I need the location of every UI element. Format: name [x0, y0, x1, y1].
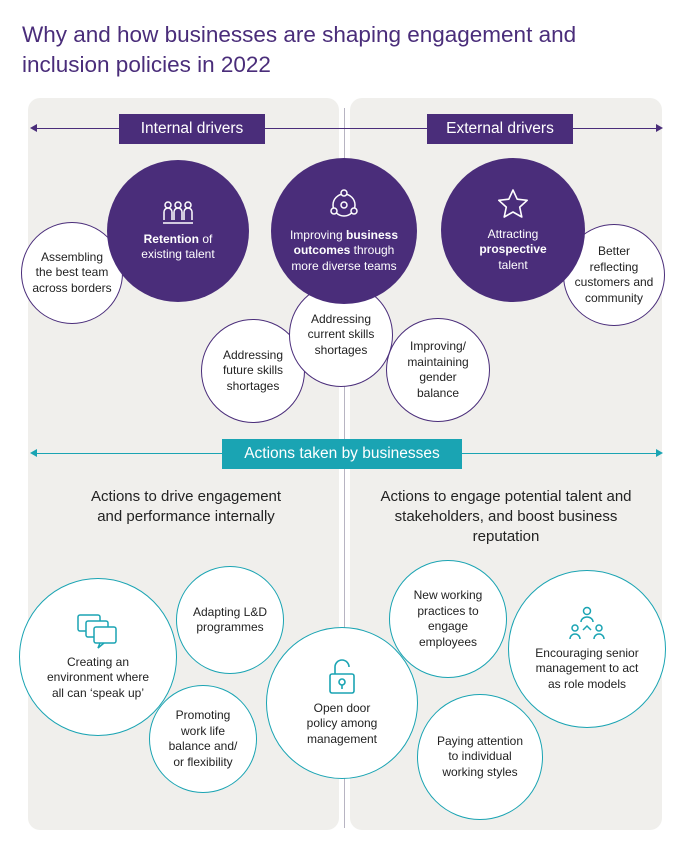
- left-arrowhead: [30, 449, 37, 457]
- external-drivers-label: External drivers: [427, 114, 573, 144]
- attracting-bold: prospective: [479, 242, 547, 257]
- improving-line3: more diverse teams: [291, 258, 397, 273]
- gender-line: balance: [416, 385, 460, 400]
- assembling-line: Assembling: [40, 249, 104, 264]
- current-line: Addressing: [310, 311, 372, 326]
- practices-line: New working: [413, 588, 483, 602]
- future-line: Addressing: [222, 347, 284, 362]
- worklife-line: or flexibility: [173, 754, 233, 769]
- open-padlock-icon: [329, 658, 355, 694]
- better-line: Better: [597, 244, 630, 258]
- worklife-line: balance and/: [168, 739, 238, 753]
- practices-line: engage: [427, 619, 469, 633]
- right-arrowhead: [656, 449, 663, 457]
- hierarchy-icon: [569, 606, 605, 639]
- retention-bold: Retention: [143, 231, 199, 246]
- styles-line: to individual: [448, 749, 512, 764]
- retention-circle: Retention of existing talent: [107, 160, 249, 302]
- speakup-line: all can ‘speak up’: [51, 685, 145, 700]
- improving-text: Improving: [289, 227, 346, 242]
- internal-actions-heading: Actions to drive engagement and performa…: [90, 488, 282, 525]
- ld-line: programmes: [196, 620, 264, 634]
- worklife-line: Promoting: [175, 708, 231, 722]
- future-line: shortages: [226, 378, 280, 393]
- senior-line: Encouraging senior: [535, 645, 639, 660]
- styles-line: working styles: [442, 764, 518, 779]
- opendoor-line: management: [306, 731, 378, 746]
- team-icon: [163, 200, 193, 224]
- worklife-line: work life: [180, 723, 225, 738]
- page-title: Why and how businesses are shaping engag…: [22, 22, 577, 77]
- gender-line: gender: [419, 370, 457, 384]
- speak-up-circle: Creating an environment where all can ‘s…: [19, 578, 177, 736]
- connected-people-icon: [330, 189, 358, 217]
- retention-rest: of: [198, 231, 213, 246]
- gender-line: Improving/: [409, 339, 467, 353]
- speakup-line: Creating an: [66, 654, 130, 669]
- outcomes-rest: through: [350, 243, 395, 258]
- opendoor-line: policy among: [306, 716, 378, 731]
- improving-bold: business: [346, 227, 399, 242]
- speech-bubbles-icon: [77, 614, 117, 649]
- better-line: reflecting: [589, 259, 639, 274]
- internal-drivers-label: Internal drivers: [119, 114, 265, 144]
- adapting-ld-circle: Adapting L&D programmes: [176, 566, 284, 674]
- senior-line: as role models: [547, 676, 627, 691]
- drivers-arrow-line: [36, 128, 656, 129]
- current-line: shortages: [314, 342, 368, 357]
- speakup-line: environment where: [46, 670, 150, 685]
- assembling-line: across borders: [32, 280, 112, 295]
- practices-line: practices to: [417, 603, 479, 618]
- new-working-practices-circle: New working practices to engage employee…: [389, 560, 507, 678]
- gender-line: maintaining: [407, 354, 469, 369]
- actions-label: Actions taken by businesses: [222, 439, 462, 469]
- external-actions-heading: Actions to engage potential talent and s…: [380, 488, 632, 545]
- business-outcomes-circle: Improving business outcomes through more…: [271, 158, 417, 304]
- working-styles-circle: Paying attention to individual working s…: [417, 694, 543, 820]
- attracting-line3: talent: [498, 257, 528, 272]
- attracting-circle: Attracting prospective talent: [441, 158, 585, 302]
- gender-balance-circle: Improving/ maintaining gender balance: [386, 318, 490, 422]
- open-door-circle: Open door policy among management: [266, 627, 418, 779]
- future-line: future skills: [222, 363, 283, 378]
- outcomes-bold: outcomes: [293, 243, 351, 258]
- attracting-line1: Attracting: [487, 226, 539, 241]
- ld-line: Adapting L&D: [192, 604, 268, 619]
- left-arrowhead: [30, 124, 37, 132]
- practices-line: employees: [418, 634, 477, 649]
- styles-line: Paying attention: [436, 733, 524, 748]
- retention-line2: existing talent: [141, 247, 215, 261]
- star-icon: [498, 188, 528, 218]
- senior-management-circle: Encouraging senior management to act as …: [508, 570, 666, 728]
- better-line: customers and: [574, 275, 654, 289]
- right-arrowhead: [656, 124, 663, 132]
- opendoor-line: Open door: [313, 700, 371, 715]
- assembling-line: the best team: [35, 265, 109, 280]
- current-line: current skills: [307, 327, 375, 342]
- better-line: community: [584, 290, 643, 305]
- senior-line: management to act: [535, 661, 639, 676]
- work-life-balance-circle: Promoting work life balance and/ or flex…: [149, 685, 257, 793]
